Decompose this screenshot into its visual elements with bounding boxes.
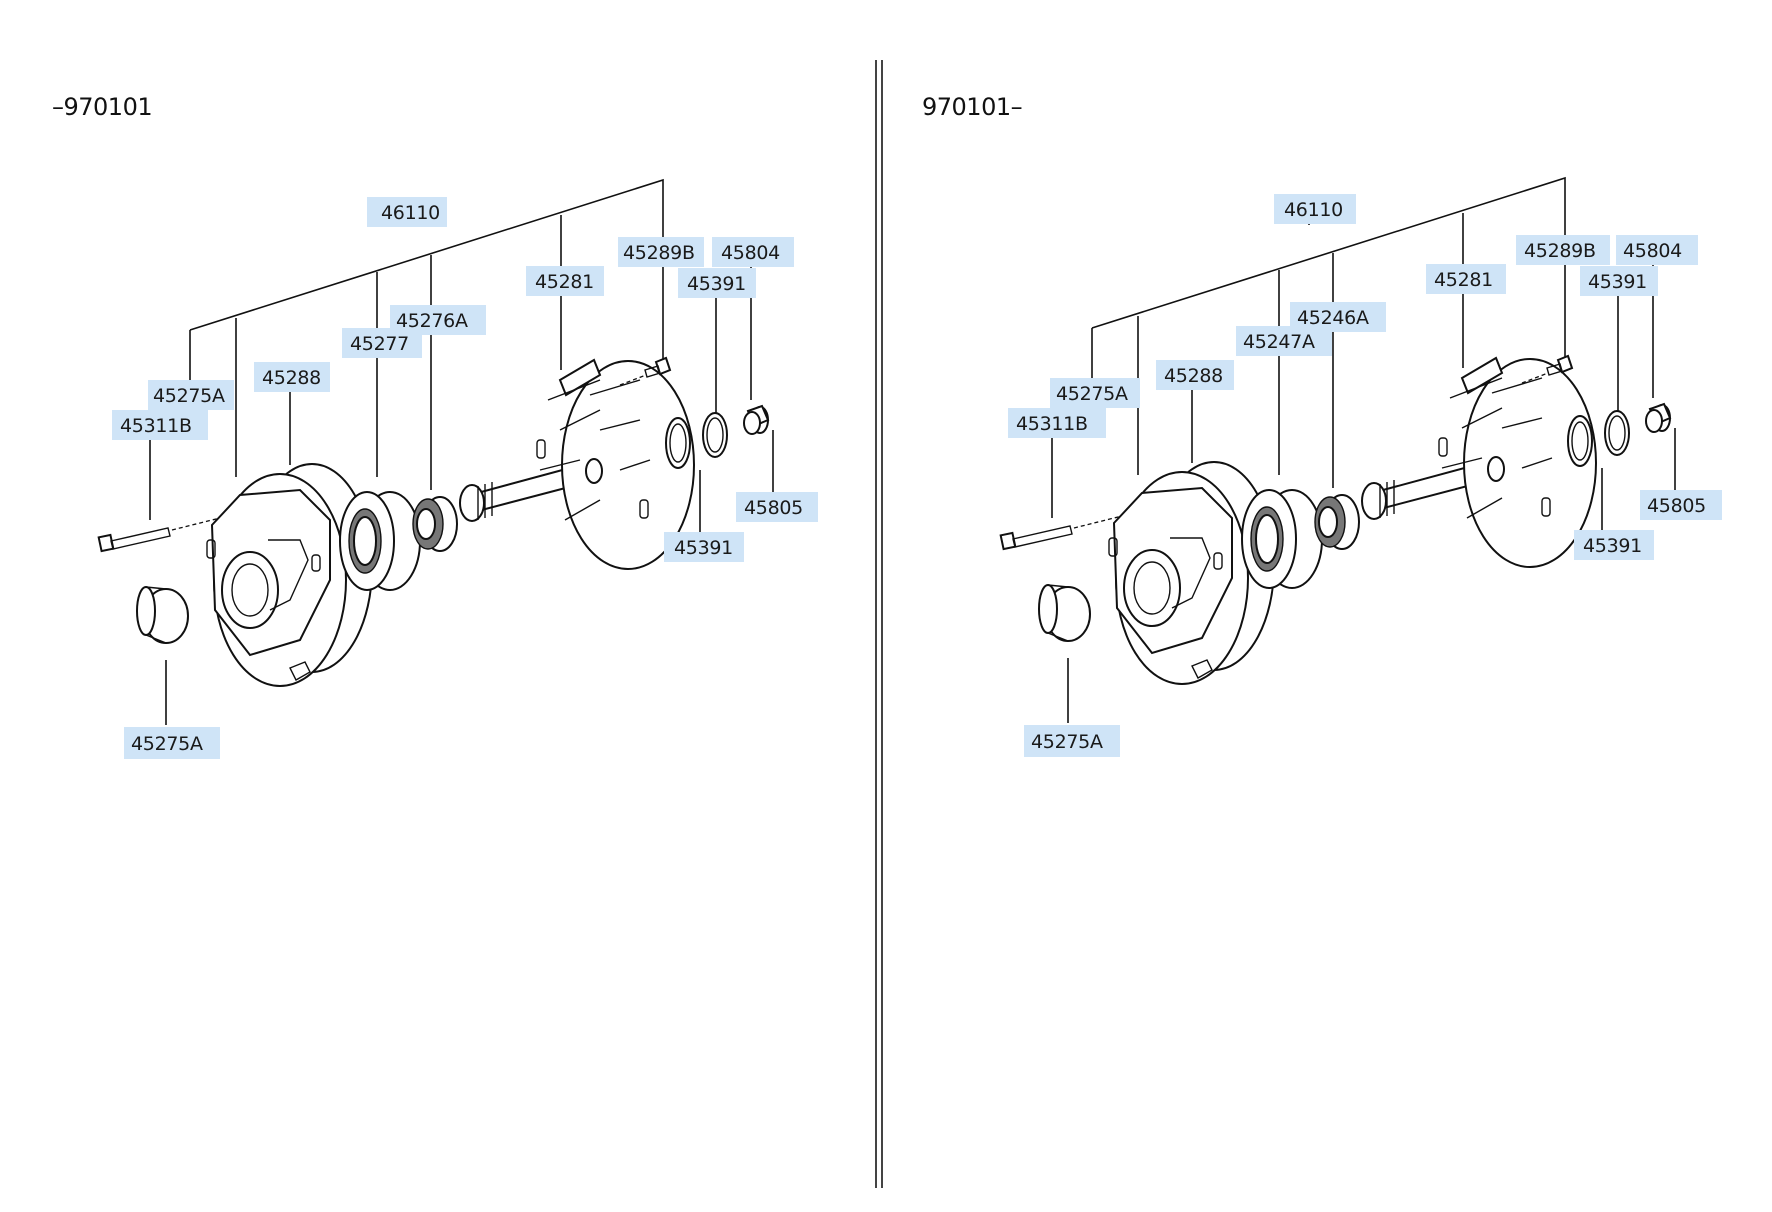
svg-text:45277: 45277 [350,333,409,355]
callout-45289B[interactable]: 45289B [1516,235,1610,265]
callout-45288[interactable]: 45288 [254,362,330,392]
panel-title: –970101 [52,93,152,121]
callout-45288[interactable]: 45288 [1156,360,1234,390]
svg-text:45805: 45805 [744,497,803,519]
callout-45247A[interactable]: 45247A [1236,326,1332,356]
callout-45804[interactable]: 45804 [712,237,794,267]
callout-45804[interactable]: 45804 [1616,235,1698,265]
svg-text:45804: 45804 [721,242,780,264]
callout-45311B[interactable]: 45311B [112,410,208,440]
callout-46110[interactable]: 46110 [1274,194,1356,224]
svg-text:45804: 45804 [1623,240,1682,262]
svg-text:45275A: 45275A [1056,383,1128,405]
svg-text:45275A: 45275A [153,385,225,407]
svg-text:45281: 45281 [535,271,594,293]
callout-45275A-top[interactable]: 45275A [1050,378,1140,408]
callout-45246A[interactable]: 45246A [1290,302,1386,332]
callout-46110[interactable]: 46110 [367,197,447,227]
svg-text:45281: 45281 [1434,269,1493,291]
callout-45391-bottom[interactable]: 45391 [664,532,744,562]
svg-text:45289B: 45289B [1524,240,1596,262]
callout-45391-bottom[interactable]: 45391 [1574,530,1654,560]
svg-text:45247A: 45247A [1243,331,1315,353]
svg-text:46110: 46110 [1284,199,1343,221]
svg-text:45276A: 45276A [396,310,468,332]
svg-text:45805: 45805 [1647,495,1706,517]
callout-45391-top[interactable]: 45391 [1580,266,1658,296]
panel-title: 970101– [922,93,1022,121]
callout-45281[interactable]: 45281 [1426,264,1506,294]
svg-text:45288: 45288 [1164,365,1223,387]
callout-45805[interactable]: 45805 [736,492,818,522]
svg-text:45246A: 45246A [1297,307,1369,329]
svg-text:46110: 46110 [381,202,440,224]
callout-45805[interactable]: 45805 [1640,490,1722,520]
panel-post-970101: 970101– 46110 45289B 45804 45281 45391 4… [922,93,1722,757]
callout-45277[interactable]: 45277 [342,328,422,358]
callout-45281[interactable]: 45281 [526,266,604,296]
callout-45311B[interactable]: 45311B [1008,408,1106,438]
svg-text:45275A: 45275A [1031,731,1103,753]
callout-45275A-top[interactable]: 45275A [148,380,234,410]
callout-45275A-bottom[interactable]: 45275A [124,727,220,759]
panel-pre-970101: –970101 46110 45289B 45804 45281 45391 4… [52,93,818,759]
svg-text:45391: 45391 [674,537,733,559]
svg-text:45311B: 45311B [1016,413,1088,435]
callout-45391-top[interactable]: 45391 [678,268,756,298]
svg-text:45275A: 45275A [131,733,203,755]
svg-text:45391: 45391 [1583,535,1642,557]
svg-text:45289B: 45289B [623,242,695,264]
callout-45275A-bottom[interactable]: 45275A [1024,725,1120,757]
callout-45289B[interactable]: 45289B [618,237,704,267]
svg-text:45311B: 45311B [120,415,192,437]
svg-text:45391: 45391 [1588,271,1647,293]
svg-text:45288: 45288 [262,367,321,389]
svg-text:45391: 45391 [687,273,746,295]
